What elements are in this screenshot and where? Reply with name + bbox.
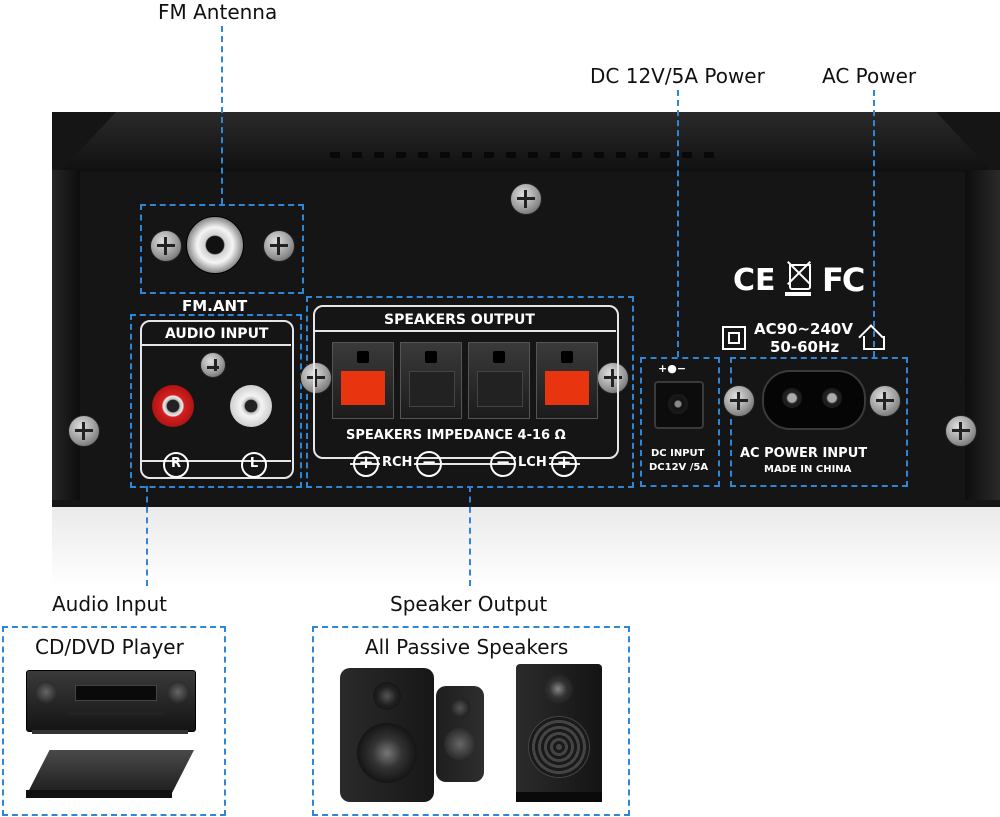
audio-input-highlight <box>130 314 302 488</box>
bookshelf-speaker-large-image <box>340 668 434 802</box>
fm-antenna-leader <box>221 26 223 204</box>
fm-left-screw-icon <box>150 230 182 262</box>
chassis-left-bevel <box>52 170 80 500</box>
speaker-right-screw-icon <box>597 362 629 394</box>
audio-input-leader <box>146 486 148 586</box>
r-channel-badge: R <box>163 452 189 478</box>
ac-range-label: AC90~240V <box>754 320 853 338</box>
passive-speakers-box <box>312 626 630 816</box>
l-channel-badge: L <box>241 452 267 478</box>
audio-input-callout: Audio Input <box>52 592 167 616</box>
speakers-output-frame <box>313 305 619 459</box>
ac-power-highlight <box>730 357 908 487</box>
audio-input-label: AUDIO INPUT <box>165 326 269 342</box>
ac-power-input-label: AC POWER INPUT <box>740 446 868 461</box>
weee-bin-icon <box>785 258 812 296</box>
terminal-rch-plus[interactable] <box>332 342 394 419</box>
dvd-player-front <box>26 790 172 798</box>
left-side-screw-icon <box>68 415 100 447</box>
dc-input-label: DC INPUT <box>651 448 705 459</box>
speaker-left-screw-icon <box>300 362 332 394</box>
audio-input-bottom-bar <box>141 460 291 462</box>
cd-dvd-title: CD/DVD Player <box>35 635 184 659</box>
audio-input-divider <box>141 344 291 346</box>
speakers-output-label: SPEAKERS OUTPUT <box>384 312 535 328</box>
cd-dvd-box <box>2 626 226 816</box>
double-insulation-icon <box>722 326 746 350</box>
dc-power-callout: DC 12V/5A Power <box>590 64 765 88</box>
rch-plus-icon: + <box>353 451 379 477</box>
audio-input-screw-icon <box>200 352 226 378</box>
terminal-lch-plus[interactable] <box>536 342 598 419</box>
top-screw-icon <box>510 183 542 215</box>
made-in-label: MADE IN CHINA <box>764 464 852 475</box>
dc-spec-label: DC12V /5A <box>649 462 709 473</box>
speakers-bottom-bar <box>350 463 580 465</box>
dc-power-leader <box>677 90 679 357</box>
rca-right-jack[interactable] <box>152 385 194 427</box>
dc-power-highlight <box>640 357 720 487</box>
impedance-label: SPEAKERS IMPEDANCE 4-16 Ω <box>346 428 566 443</box>
fm-antenna-callout: FM Antenna <box>158 0 278 24</box>
l-label: L <box>249 456 259 471</box>
ac-power-callout: AC Power <box>822 64 917 88</box>
fc-mark: FC <box>822 261 865 299</box>
house-icon <box>858 324 886 350</box>
rch-minus-icon: − <box>416 451 442 477</box>
terminal-rch-minus[interactable] <box>400 342 462 419</box>
amplifier-top-lid <box>60 112 992 172</box>
chassis-reflection <box>52 507 1000 587</box>
lch-plus-icon: + <box>551 451 577 477</box>
chassis-right-bevel <box>965 170 1000 500</box>
fm-right-screw-icon <box>263 230 295 262</box>
vent-row <box>330 152 730 162</box>
r-label: R <box>170 456 181 471</box>
fm-antenna-jack[interactable] <box>186 216 244 274</box>
ac-frequency-label: 50-60Hz <box>770 338 840 356</box>
ac-left-screw-icon <box>723 385 755 417</box>
rch-label: RCH <box>380 455 415 470</box>
ce-mark: CE <box>733 263 776 298</box>
lch-minus-icon: − <box>490 451 516 477</box>
passive-speaker-tall-image <box>516 664 602 802</box>
lch-label: LCH <box>516 455 549 470</box>
fm-antenna-highlight <box>140 204 304 294</box>
av-receiver-image <box>26 670 196 732</box>
dc-polarity-icon: +●− <box>658 362 687 375</box>
terminal-lch-minus[interactable] <box>468 342 530 419</box>
speaker-output-leader <box>469 486 471 586</box>
right-side-screw-icon <box>945 415 977 447</box>
ac-power-socket[interactable] <box>762 370 866 430</box>
av-receiver-feet <box>32 730 188 734</box>
amplifier-chassis <box>52 112 1000 507</box>
dc-input-jack[interactable] <box>654 381 704 429</box>
ac-right-screw-icon <box>869 385 901 417</box>
dvd-player-image <box>26 750 194 796</box>
rca-left-jack[interactable] <box>230 385 272 427</box>
fm-ant-label: FM.ANT <box>182 297 248 315</box>
speaker-output-callout: Speaker Output <box>390 592 548 616</box>
bookshelf-speaker-small-image <box>436 686 484 782</box>
passive-speakers-title: All Passive Speakers <box>365 635 569 659</box>
ac-power-leader <box>873 90 875 357</box>
audio-input-frame <box>140 320 294 479</box>
speakers-output-divider <box>314 330 616 332</box>
